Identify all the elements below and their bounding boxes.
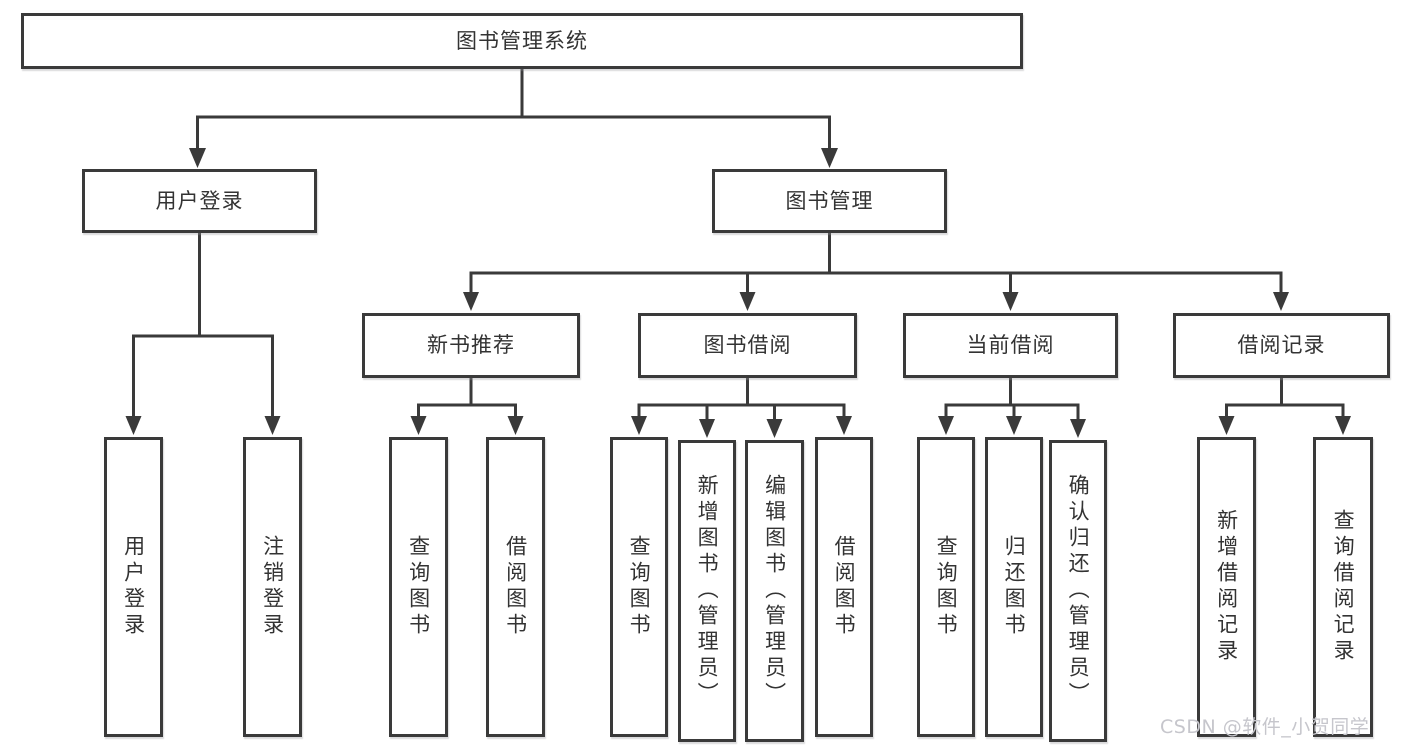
leaf-query-books-recommend: 查询图书 xyxy=(389,437,448,737)
node-borrowing-records: 借阅记录 xyxy=(1173,313,1390,378)
node-new-book-recommend: 新书推荐 xyxy=(362,313,580,378)
connector-user-login-children xyxy=(125,233,281,435)
connector-new-book-recommend-children xyxy=(410,378,524,435)
connector-book-borrowing-children xyxy=(631,378,852,438)
connector-current-borrowing-children xyxy=(938,378,1086,438)
leaf-borrow-books-recommend: 借阅图书 xyxy=(486,437,545,737)
connector-book-management-to-level3 xyxy=(463,233,1289,311)
connector-borrowing-records-children xyxy=(1218,378,1351,435)
node-root: 图书管理系统 xyxy=(21,13,1023,69)
leaf-edit-books-admin: 编辑图书（管理员） xyxy=(745,440,804,742)
leaf-query-books-current: 查询图书 xyxy=(917,437,975,737)
node-user-login: 用户登录 xyxy=(82,169,317,233)
leaf-user-login: 用户登录 xyxy=(104,437,163,737)
leaf-logout-login: 注销登录 xyxy=(243,437,302,737)
node-book-borrowing: 图书借阅 xyxy=(638,313,857,378)
leaf-confirm-return-admin: 确认归还（管理员） xyxy=(1049,440,1107,742)
leaf-add-borrow-record: 新增借阅记录 xyxy=(1197,437,1256,737)
connector-root-to-level2 xyxy=(189,69,838,168)
node-book-management: 图书管理 xyxy=(712,169,947,233)
leaf-return-books: 归还图书 xyxy=(985,437,1043,737)
leaf-query-books-borrowing: 查询图书 xyxy=(610,437,668,737)
leaf-query-borrow-record: 查询借阅记录 xyxy=(1313,437,1373,737)
leaf-add-books-admin: 新增图书（管理员） xyxy=(678,440,736,742)
watermark: CSDN @软件_小贺同学 xyxy=(1160,716,1370,738)
node-current-borrowing: 当前借阅 xyxy=(903,313,1118,378)
leaf-borrow-books-borrowing: 借阅图书 xyxy=(815,437,873,737)
